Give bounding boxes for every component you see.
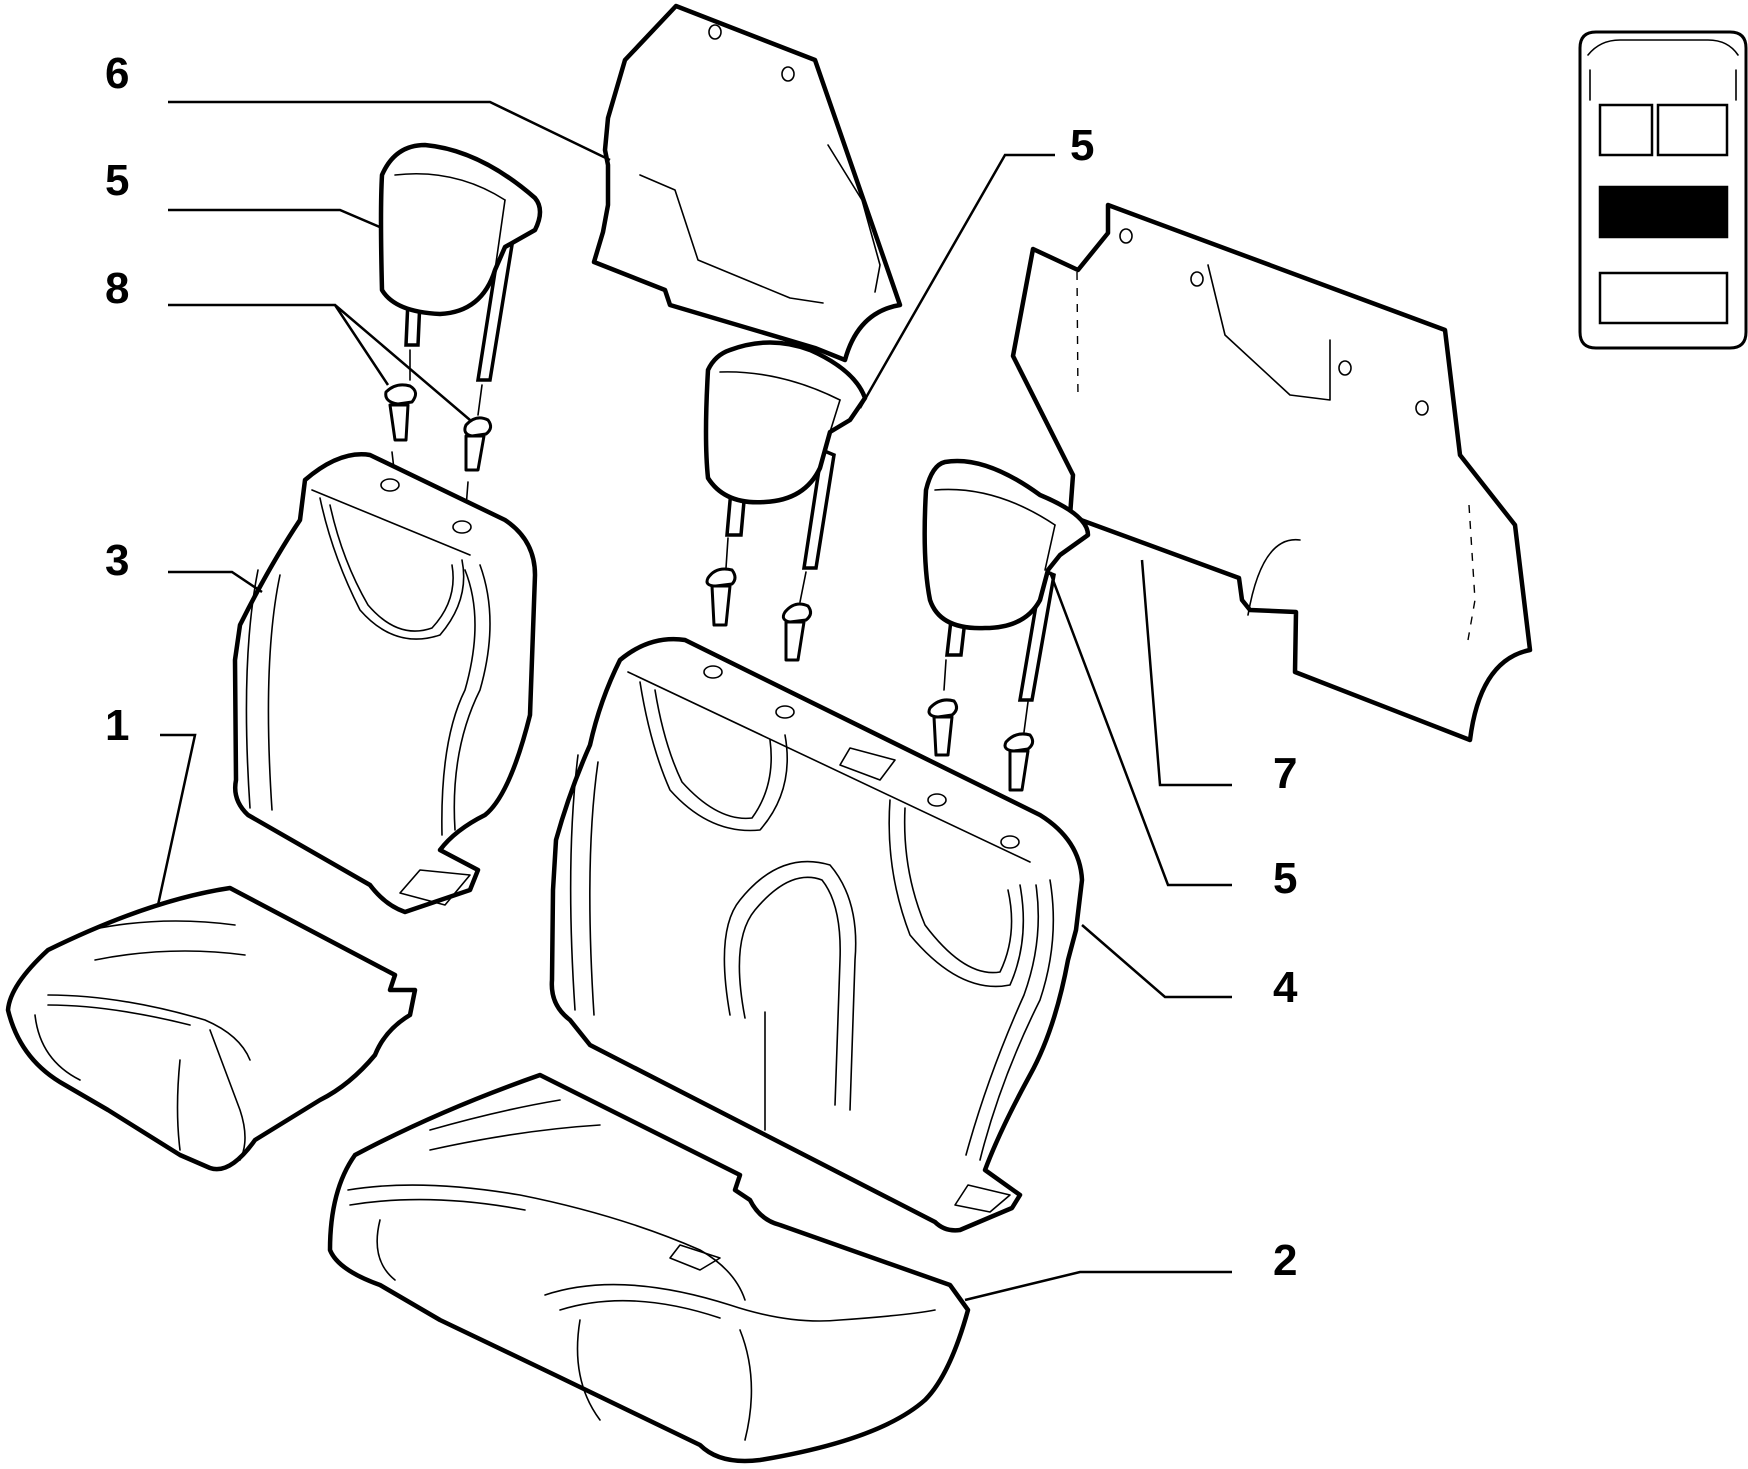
part-3-left-backrest xyxy=(232,452,538,915)
callout-4: 4 xyxy=(1273,963,1298,1012)
leader-6 xyxy=(168,100,611,162)
leader-2 xyxy=(964,1270,1232,1302)
leader-lines xyxy=(156,100,1232,1302)
leader-7 xyxy=(1140,559,1232,787)
part-8-headrest-guides xyxy=(384,349,493,509)
part-4-rear-bench-backrest xyxy=(549,637,1085,1233)
part-1-left-cushion xyxy=(5,885,418,1172)
callout-3: 3 xyxy=(105,536,129,585)
rear-zone xyxy=(1598,271,1729,325)
callout-6: 6 xyxy=(105,49,129,98)
leader-4 xyxy=(1081,924,1232,999)
callout-5-left: 5 xyxy=(105,156,129,205)
leader-5-left xyxy=(168,208,383,230)
part-5-left-headrest xyxy=(378,142,543,382)
leader-5-right xyxy=(1048,571,1232,887)
part-5-right-headrest xyxy=(922,458,1091,702)
front-left-seat-zone xyxy=(1598,103,1654,157)
front-right-seat-zone xyxy=(1656,103,1729,157)
vehicle-top-view-icon xyxy=(1578,30,1748,350)
callout-5-center: 5 xyxy=(1070,121,1094,170)
callout-labels: 6 5 8 3 1 5 7 5 4 2 xyxy=(105,49,1298,1285)
center-headrest-guides xyxy=(705,537,1035,792)
part-6-backrest-panel xyxy=(591,3,903,363)
callout-2: 2 xyxy=(1273,1236,1297,1285)
callout-7: 7 xyxy=(1273,749,1297,798)
part-5-center-headrest xyxy=(703,340,868,570)
part-2-rear-bench-cushion xyxy=(327,1072,971,1464)
leader-5-center xyxy=(858,153,1055,409)
part-7-rear-panel xyxy=(1010,202,1533,743)
leader-1 xyxy=(156,733,197,906)
callout-5-right: 5 xyxy=(1273,854,1297,903)
leader-3 xyxy=(168,570,263,594)
leader-8 xyxy=(168,303,471,421)
middle-row-seat-zone-highlighted xyxy=(1598,185,1729,239)
callout-1: 1 xyxy=(105,701,129,750)
callout-8: 8 xyxy=(105,264,129,313)
